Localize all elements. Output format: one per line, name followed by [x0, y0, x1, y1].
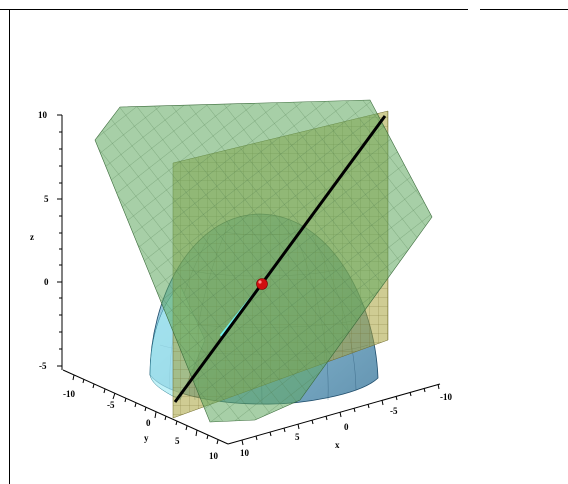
- z-axis: 10 5 0 -5 z: [30, 110, 63, 371]
- y-tick-neg5: -5: [107, 400, 115, 410]
- intersection-line: [173, 115, 387, 403]
- x-tick-0: 0: [344, 422, 349, 432]
- x-axis-label: x: [335, 440, 340, 450]
- window-top-border-right: [480, 9, 568, 10]
- y-tick-10: 10: [209, 451, 219, 461]
- window-top-border: [0, 9, 468, 10]
- red-point-highlight: [258, 280, 262, 284]
- red-point[interactable]: [256, 278, 268, 290]
- x-tick-neg10: -10: [440, 392, 452, 402]
- y-tick-neg10: -10: [63, 389, 75, 399]
- window-left-border: [9, 9, 10, 484]
- y-tick-5: 5: [175, 436, 180, 446]
- x-tick-neg5: -5: [390, 406, 398, 416]
- z-tick-0: 0: [44, 277, 49, 287]
- z-tick-neg5: -5: [39, 361, 47, 371]
- green-plane: [94, 99, 433, 423]
- x-tick-10: 10: [240, 448, 250, 458]
- y-tick-0: 0: [146, 418, 151, 428]
- x-tick-5: 5: [295, 432, 300, 442]
- x-axis: 10 5 0 -5 -10 x: [227, 383, 452, 458]
- z-tick-10: 10: [38, 110, 48, 120]
- y-axis-label: y: [144, 433, 149, 443]
- y-axis: -10 -5 0 5 10 y: [62, 369, 229, 461]
- z-axis-label: z: [30, 232, 34, 242]
- z-tick-5: 5: [44, 194, 49, 204]
